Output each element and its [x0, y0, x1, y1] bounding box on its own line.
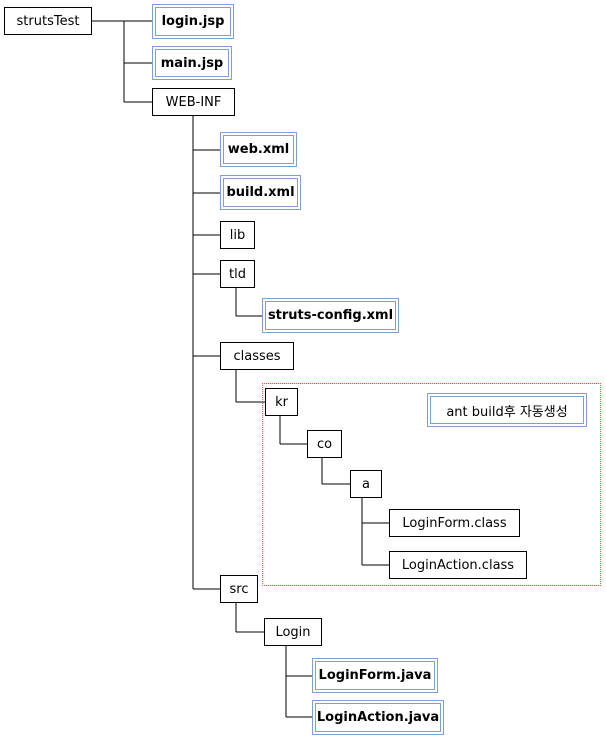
folder-struts-test[interactable]: strutsTest — [4, 7, 92, 35]
file-login-action-java[interactable]: LoginAction.java — [312, 700, 444, 735]
folder-a[interactable]: a — [350, 470, 382, 498]
file-login-action-class[interactable]: LoginAction.class — [389, 551, 527, 579]
auto-generated-region — [262, 383, 601, 586]
folder-tld[interactable]: tld — [220, 260, 255, 288]
folder-lib[interactable]: lib — [220, 221, 255, 249]
file-struts-config-xml[interactable]: struts-config.xml — [262, 298, 399, 333]
folder-login-pkg[interactable]: Login — [264, 618, 322, 646]
auto-generated-note: ant build후 자동생성 — [427, 393, 587, 427]
file-login-form-class[interactable]: LoginForm.class — [389, 509, 520, 537]
file-login-form-java[interactable]: LoginForm.java — [312, 658, 438, 693]
folder-classes[interactable]: classes — [220, 342, 294, 370]
folder-co[interactable]: co — [307, 430, 342, 458]
folder-web-inf[interactable]: WEB-INF — [152, 88, 235, 116]
file-main-jsp[interactable]: main.jsp — [152, 46, 232, 80]
folder-kr[interactable]: kr — [265, 388, 298, 416]
file-build-xml[interactable]: build.xml — [220, 175, 301, 210]
folder-src[interactable]: src — [220, 575, 258, 603]
file-login-jsp[interactable]: login.jsp — [152, 4, 234, 39]
file-web-xml[interactable]: web.xml — [220, 132, 297, 167]
